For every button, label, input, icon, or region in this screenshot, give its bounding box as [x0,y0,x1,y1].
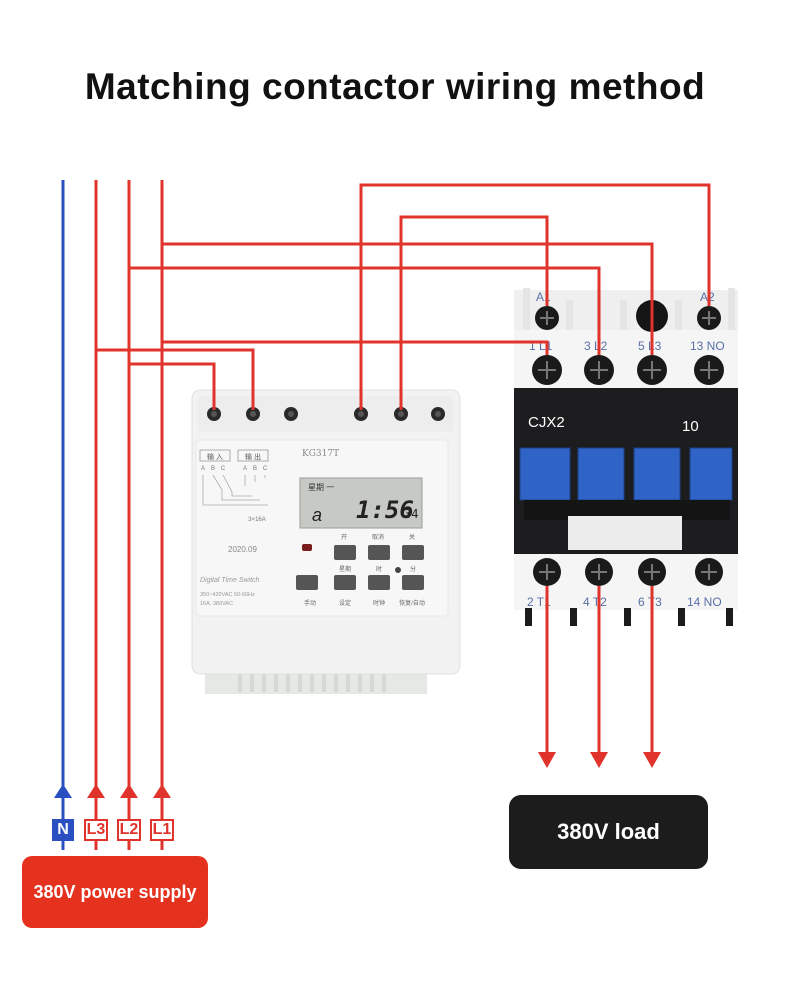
phase-letter: C [221,466,226,472]
coil-a1-wire [399,215,549,410]
lcd-small-text: 星期 一 [308,483,334,492]
contactor-cjx2: CJX2 10 A1 A2 1 L1 3 L2 5 L3 13 NO 2 T1 … [514,288,738,626]
button-label: 关 [409,533,415,541]
contactor-bottom-label: 4 T2 [583,595,607,609]
terminal-label-l3: L3 [84,819,108,841]
power-supply-box: 380V power supply [22,856,208,928]
phase-letter: A [243,466,247,472]
button-label: 星期 [339,565,351,573]
button-label: 恢复/自动 [399,599,425,607]
on-button[interactable] [334,545,356,560]
minute-button[interactable] [402,575,424,590]
lcd-seconds: 34 [404,507,418,521]
lcd-day: a [312,505,322,525]
arrow-up-icon [54,784,171,798]
contactor-mid-label: 3 L2 [584,339,608,353]
phase-letter: C [263,466,268,472]
week-button[interactable] [334,575,356,590]
screw-terminal-icon [532,306,724,586]
contactor-mid-label: 5 L3 [638,339,662,353]
button-label: 开 [341,534,347,541]
hour-button[interactable] [368,575,390,590]
digital-time-switch: 输 入 输 出 A B C A B C 3×16A KG317T 星期 一 a … [191,389,461,694]
button-label: 手动 [304,599,316,607]
terminal-label-n: N [52,819,74,841]
contactor-top-label: A1 [536,290,551,304]
phase-letter: B [253,466,257,472]
arrow-down-icon [538,752,661,768]
timer-output-label: 输 出 [245,452,261,461]
wires [61,180,711,850]
timer-spec-1: 350~420VAC 50-60Hz [200,592,255,598]
timer-product-name: Digital Time Switch [200,577,260,584]
timer-spec-2: 16A, 380VAC [200,601,233,607]
off-button[interactable] [402,545,424,560]
phase-letter: A [201,466,205,472]
phase-letter: B [211,466,215,472]
manual-button[interactable] [296,575,318,590]
timer-rating-small: 3×16A [248,517,266,523]
button-label: 时钟 [373,599,385,607]
terminal-label-l2: L2 [117,819,141,841]
button-label: 时 [376,565,382,573]
timer-model: KG317T [302,449,339,459]
lcd-time: 1:56 [356,496,414,524]
coil-a2-wire [359,183,711,410]
timer-input-label: 输 入 [207,452,223,461]
button-label: 取消 [372,533,384,541]
button-label: 分 [410,565,416,573]
load-box: 380V load [509,795,708,869]
contactor-bottom-label: 2 T1 [527,595,551,609]
button-label: 设定 [339,599,351,607]
terminal-label-l1: L1 [150,819,174,841]
page-title: Matching contactor wiring method [84,66,706,107]
contactor-bottom-label: 6 T3 [638,595,662,609]
contactor-mid-label: 13 NO [690,339,725,353]
contactor-rating: 10 [682,418,699,435]
timer-date-code: 2020.09 [228,545,257,554]
contactor-model: CJX2 [528,414,565,431]
status-led [302,544,312,551]
cancel-button[interactable] [368,545,390,560]
screw-terminal-icon [207,407,445,421]
contactor-bottom-label: 14 NO [687,595,722,609]
